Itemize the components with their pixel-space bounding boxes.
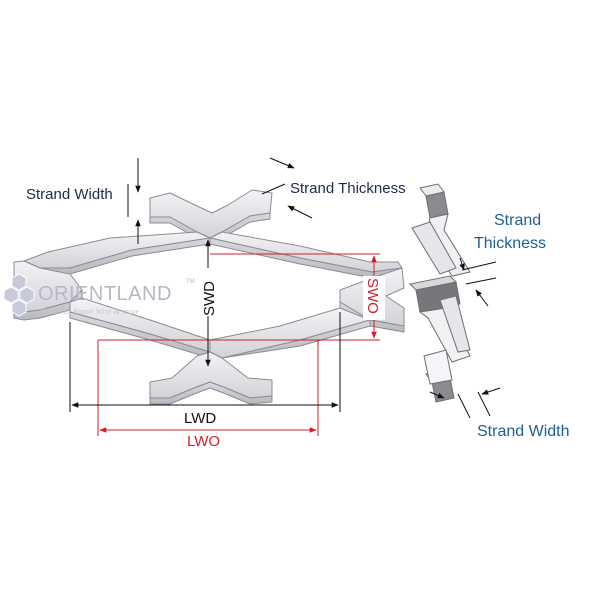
lwd-dimension: LWD xyxy=(69,312,341,427)
bottom-bond xyxy=(149,351,273,399)
lwo-label: LWO xyxy=(187,433,220,450)
hexagon-logo-icon xyxy=(3,273,35,317)
side-width-indicator xyxy=(429,387,501,419)
strand-upper-left xyxy=(23,231,211,269)
side-section-view xyxy=(408,183,471,403)
strand-upper-right xyxy=(209,231,403,273)
mesh-strands xyxy=(13,189,405,405)
lwd-label: LWD xyxy=(184,410,216,427)
strand-width-top-callout: Strand Width xyxy=(26,158,141,244)
swd-dimension: SWD xyxy=(198,239,220,367)
side-thickness-indicator xyxy=(459,257,497,307)
lwo-swo-frame xyxy=(97,253,380,436)
strand-thickness-top-label: Strand Thickness xyxy=(290,180,406,197)
swd-label: SWD xyxy=(201,281,218,316)
lwo-dimension: LWO xyxy=(99,427,317,450)
strand-width-top-label: Strand Width xyxy=(26,186,113,203)
watermark-brand: ORIENTLAND xyxy=(38,283,172,305)
strand-width-side-label: Strand Width xyxy=(477,423,569,440)
strand-thickness-side-label-line2: Thickness xyxy=(474,235,546,252)
swo-label: SWO xyxy=(364,278,381,314)
strand-thickness-top-callout: Strand Thickness xyxy=(261,157,406,219)
orientland-watermark: ORIENTLAND TM Gabions, Razor Wire & more xyxy=(3,273,195,317)
swo-dimension: SWO xyxy=(363,255,385,339)
watermark-trademark: TM xyxy=(186,279,195,285)
watermark-tagline: Gabions, Razor Wire & more xyxy=(40,306,139,316)
top-bond xyxy=(149,189,273,239)
strand-thickness-side-label-line1: Strand xyxy=(494,212,541,229)
